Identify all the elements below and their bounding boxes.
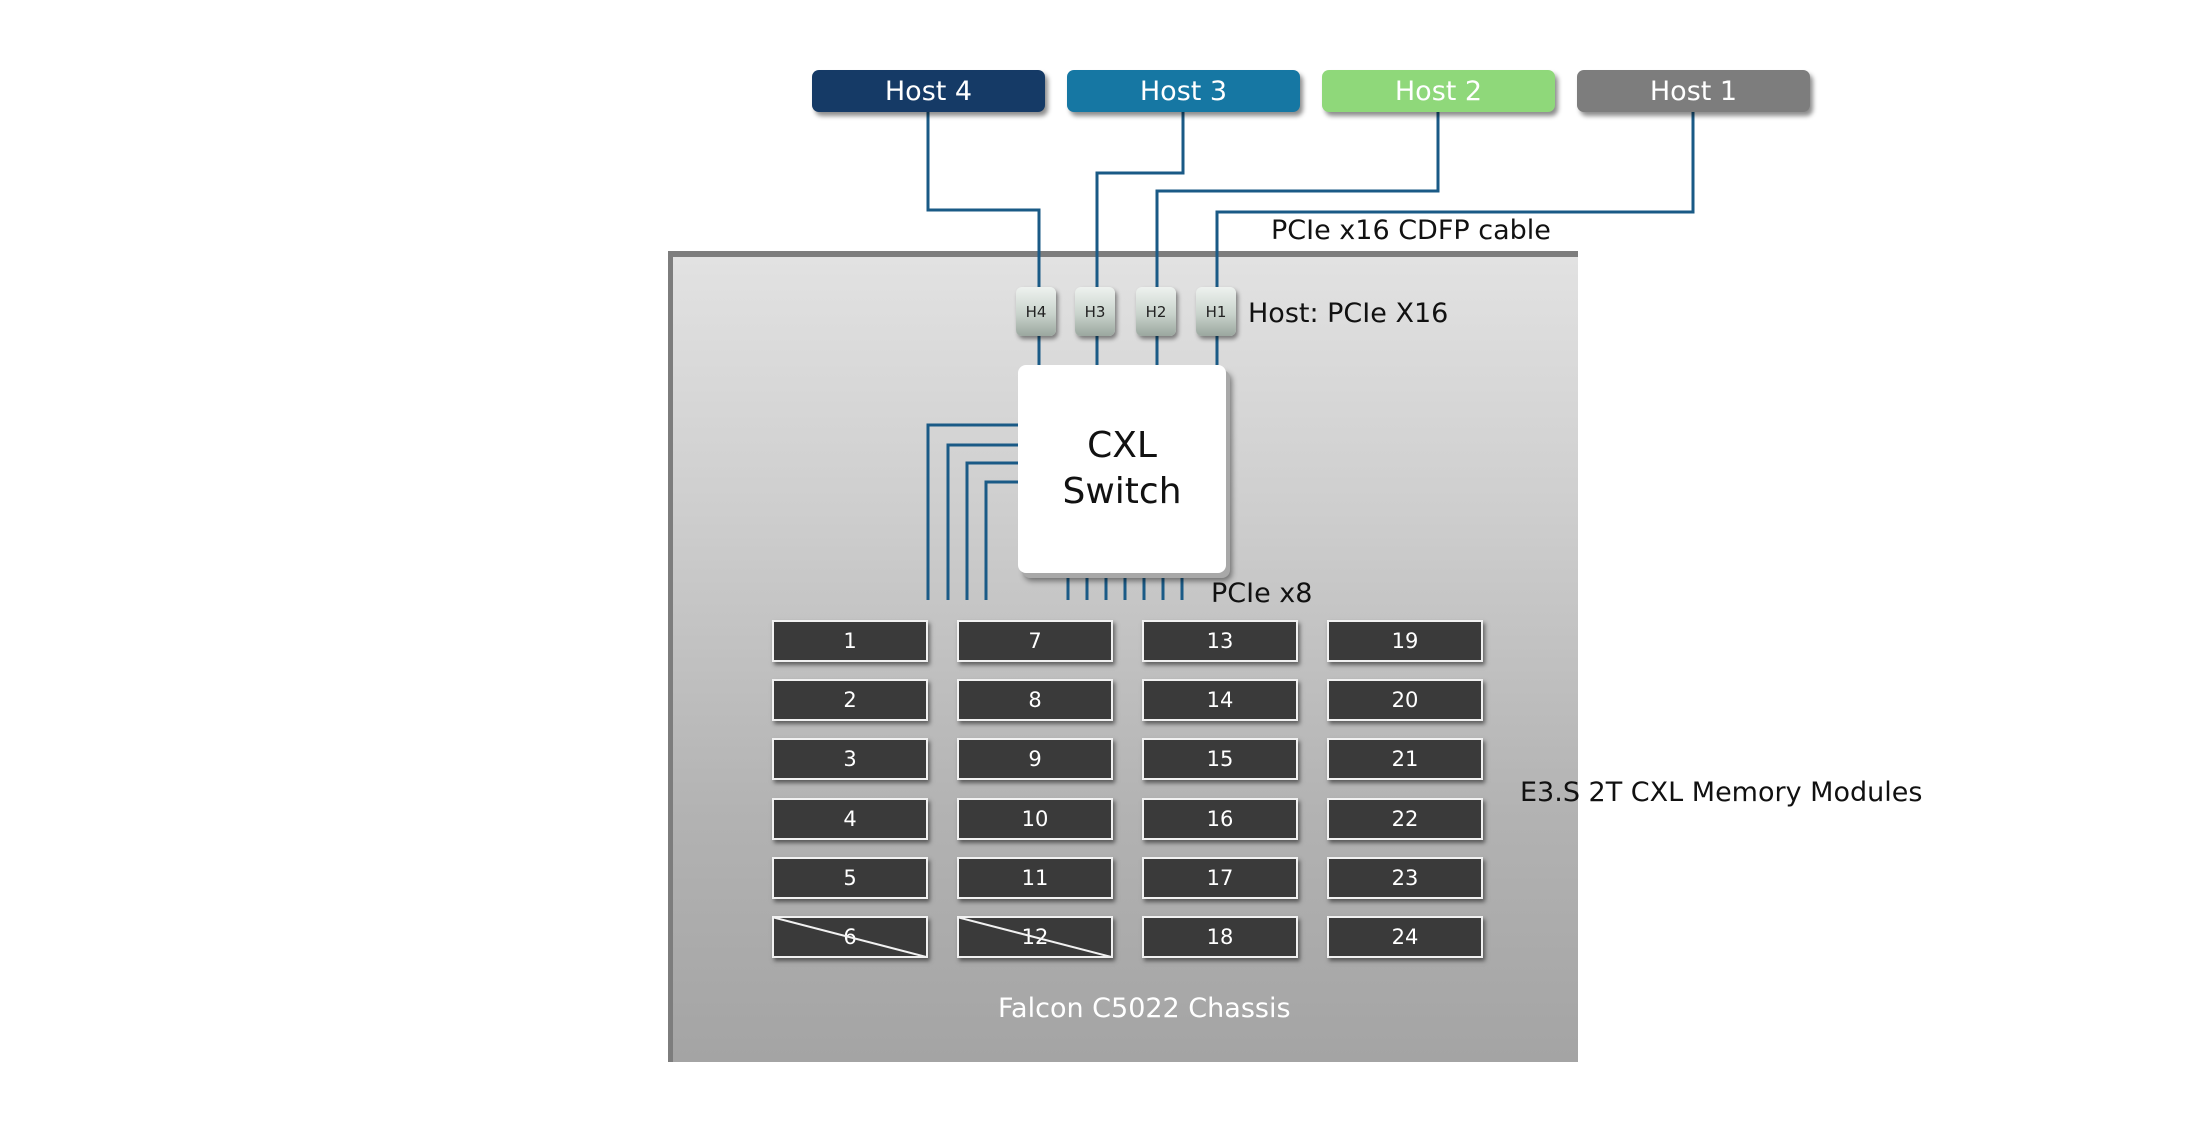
memory-slot: 18 bbox=[1142, 916, 1298, 958]
memory-slot: 8 bbox=[957, 679, 1113, 721]
host-1-box: Host 1 bbox=[1577, 70, 1810, 112]
memory-slot: 16 bbox=[1142, 798, 1298, 840]
memory-slot: 6 bbox=[772, 916, 928, 958]
host-3-box: Host 3 bbox=[1067, 70, 1300, 112]
memory-slot: 19 bbox=[1327, 620, 1483, 662]
memory-slot: 5 bbox=[772, 857, 928, 899]
memory-slot: 23 bbox=[1327, 857, 1483, 899]
modules-label: E3.S 2T CXL Memory Modules bbox=[1520, 777, 1923, 808]
cxl-switch: CXL Switch bbox=[1018, 365, 1226, 573]
memory-slot: 17 bbox=[1142, 857, 1298, 899]
memory-slot: 20 bbox=[1327, 679, 1483, 721]
memory-slot: 12 bbox=[957, 916, 1113, 958]
memory-slot: 14 bbox=[1142, 679, 1298, 721]
port-h2: H2 bbox=[1136, 287, 1176, 336]
memory-slot: 3 bbox=[772, 738, 928, 780]
memory-slot: 11 bbox=[957, 857, 1113, 899]
chassis-label: Falcon C5022 Chassis bbox=[998, 993, 1291, 1024]
cxl-switch-line2: Switch bbox=[1062, 471, 1182, 512]
host-2-box: Host 2 bbox=[1322, 70, 1555, 112]
port-h1: H1 bbox=[1196, 287, 1236, 336]
pcie-x8-label: PCIe x8 bbox=[1211, 578, 1313, 609]
memory-slot: 22 bbox=[1327, 798, 1483, 840]
cable-label: PCIe x16 CDFP cable bbox=[1271, 215, 1551, 246]
cxl-switch-line1: CXL bbox=[1087, 425, 1157, 466]
memory-slot: 7 bbox=[957, 620, 1113, 662]
memory-slot: 10 bbox=[957, 798, 1113, 840]
memory-slot: 13 bbox=[1142, 620, 1298, 662]
port-h3: H3 bbox=[1075, 287, 1115, 336]
memory-slot: 4 bbox=[772, 798, 928, 840]
host-4-box: Host 4 bbox=[812, 70, 1045, 112]
port-h4: H4 bbox=[1016, 287, 1056, 336]
memory-slot: 15 bbox=[1142, 738, 1298, 780]
memory-slot: 9 bbox=[957, 738, 1113, 780]
memory-slot: 2 bbox=[772, 679, 928, 721]
memory-slot: 24 bbox=[1327, 916, 1483, 958]
memory-slot: 1 bbox=[772, 620, 928, 662]
memory-slot: 21 bbox=[1327, 738, 1483, 780]
port-label: Host: PCIe X16 bbox=[1248, 298, 1449, 329]
